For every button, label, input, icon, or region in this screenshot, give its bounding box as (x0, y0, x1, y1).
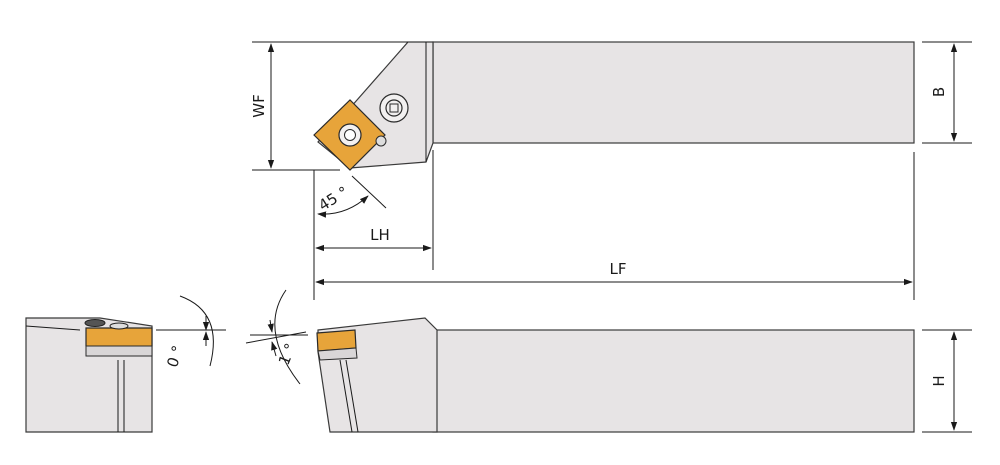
dimension-lh: LH (315, 150, 434, 270)
insert-end-icon (84, 319, 153, 357)
label-lf: LF (610, 260, 627, 278)
dimension-lf: LF (313, 152, 915, 300)
clamp-screw-icon (379, 93, 409, 123)
end-view (25, 317, 153, 433)
dimension-b: B (922, 41, 972, 144)
top-view (313, 41, 915, 171)
side-shank (432, 329, 915, 433)
dimension-front-angle: 1 ° (245, 289, 308, 385)
label-angle-side: 0 ° (163, 343, 187, 369)
dimension-side-angle: 0 ° (156, 295, 226, 370)
dimension-wf: WF (250, 41, 408, 171)
insert-top-icon (313, 99, 386, 171)
label-h: H (930, 375, 948, 386)
side-view (316, 317, 915, 433)
label-b: B (930, 87, 948, 97)
insert-side-icon (316, 329, 358, 361)
label-lh: LH (370, 226, 390, 244)
label-wf: WF (250, 94, 268, 117)
label-angle-front: 1 ° (275, 341, 300, 368)
dimension-h: H (922, 329, 972, 433)
top-shank (432, 41, 915, 144)
